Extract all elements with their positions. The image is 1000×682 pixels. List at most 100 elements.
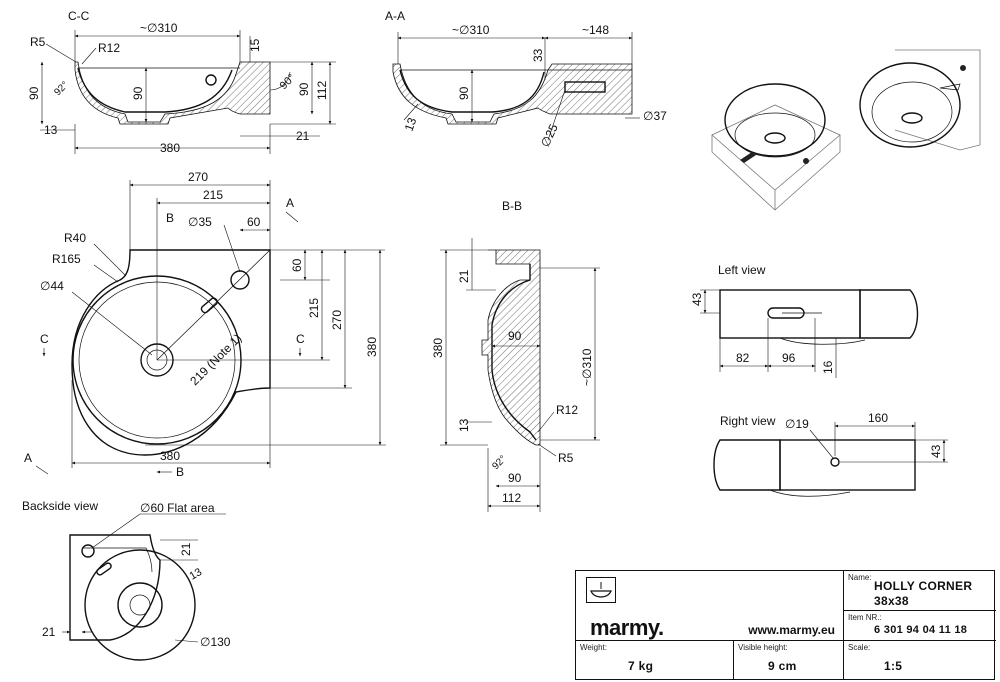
aa-dim-90: 90 (457, 86, 471, 100)
title-block-weight-cell: Weight: 7 kg (576, 641, 734, 679)
aa-dim-33: 33 (531, 48, 545, 62)
plan-mark-b-bottom: B (176, 465, 184, 479)
section-aa: A-A ~∅310 ~148 33 90 13 ∅25 ∅37 (385, 9, 667, 149)
left-view-body (719, 289, 861, 339)
plan-dim-d35: ∅35 (188, 215, 212, 229)
plan-dim-380-bottom: 380 (160, 449, 180, 463)
back-dim-13: 13 (188, 566, 205, 583)
back-dim-flat: ∅60 Flat area (140, 501, 215, 515)
aa-dim-148: ~148 (582, 23, 609, 37)
left-dim-96: 96 (782, 351, 796, 365)
bb-dim-21: 21 (457, 269, 471, 283)
back-dim-21: 21 (179, 542, 193, 556)
right-dim-43: 43 (929, 444, 943, 458)
plan-mark-c-left: C (40, 332, 49, 346)
cc-dim-90a: 90 (27, 86, 41, 100)
plan-dim-270: 270 (330, 310, 344, 330)
cc-section-body (74, 61, 271, 125)
height-value: 9 cm (768, 659, 797, 673)
iso-front-tap-hole (803, 158, 809, 164)
bb-dim-d310: ~∅310 (580, 348, 594, 386)
bb-dim-90b: 90 (508, 471, 522, 485)
plan-dim-d44: ∅44 (40, 279, 64, 293)
backside-overflow (96, 562, 112, 576)
cc-overflow-hole (205, 74, 217, 86)
cc-dim-r12: R12 (98, 41, 120, 55)
right-view-hole (830, 457, 840, 467)
brand-name: marmy. (590, 615, 664, 640)
section-cc-title: C-C (68, 9, 90, 23)
product-name: HOLLY CORNER (874, 579, 973, 593)
plan-dim-60: 60 (247, 215, 261, 229)
right-dim-d19: ∅19 (785, 417, 809, 431)
left-dim-82: 82 (736, 351, 750, 365)
aa-overflow-channel (564, 81, 606, 93)
cc-dim-90b: 90 (131, 86, 145, 100)
website: www.marmy.eu (748, 623, 835, 637)
backside-bowl (84, 549, 196, 661)
iso-front-drain (764, 132, 786, 144)
bb-dim-90: 90 (508, 329, 522, 343)
bb-dim-13: 13 (457, 418, 471, 432)
name-label: Name: (848, 573, 872, 582)
basin-logo-icon (586, 577, 616, 603)
aa-dim-d37: ∅37 (643, 109, 667, 123)
back-dim-d130: ∅130 (200, 635, 231, 649)
plan-dim-note: 219 (Note 1) (187, 331, 244, 388)
backside-tap-hole (81, 544, 95, 558)
backside-flat-ring (117, 582, 163, 628)
scale-label: Scale: (848, 643, 871, 652)
bb-bowl-inner (491, 264, 537, 441)
cc-dim-21: 21 (296, 129, 310, 143)
plan-overflow (200, 297, 218, 314)
left-view-bowl (859, 289, 919, 339)
right-view-body (779, 439, 916, 491)
plan-mark-b-top: B (166, 211, 174, 225)
cc-dim-90c: 90 (297, 82, 311, 96)
title-block-height-cell: Visible height: 9 cm (734, 641, 844, 679)
backside-outline (69, 534, 161, 641)
plan-tap-hole (230, 270, 250, 290)
cc-dim-d310: ~∅310 (140, 21, 178, 35)
cc-dim-angle: 90° (278, 72, 298, 92)
title-block: marmy. www.marmy.eu Name: HOLLY CORNER 3… (575, 570, 996, 680)
aa-dim-13: 13 (402, 115, 420, 133)
iso-front-overflow (740, 152, 756, 163)
weight-value: 7 kg (628, 659, 654, 673)
cc-bowl-inner (77, 67, 233, 113)
right-dim-160: 160 (868, 411, 888, 425)
section-cc: C-C ~∅310 R5 R12 15 90 90 90° 90 112 92°… (27, 9, 336, 155)
cc-dim-92deg: 92° (52, 80, 70, 98)
backside-view-title: Backside view (22, 499, 98, 513)
left-view-title: Left view (718, 263, 766, 277)
weight-label: Weight: (580, 643, 607, 652)
right-view: Right view ∅19 160 43 (713, 411, 948, 497)
plan-dim-215: 215 (307, 298, 321, 318)
plan-dim-380: 380 (365, 337, 379, 357)
iso-back-bowl-rim (859, 62, 961, 148)
item-number: 6 301 94 04 11 18 (874, 624, 968, 636)
plan-dim-215-top: 215 (203, 188, 223, 202)
title-block-item-cell: Item NR.: 6 301 94 04 11 18 (844, 611, 996, 641)
plan-dim-r40: R40 (64, 231, 86, 245)
right-view-title: Right view (720, 414, 776, 428)
left-view: Left view 43 82 96 16 (690, 263, 919, 378)
left-dim-43: 43 (690, 292, 704, 306)
plan-dim-60v: 60 (290, 258, 304, 272)
plan-dim-270-top: 270 (188, 170, 208, 184)
iso-view-front (711, 83, 841, 211)
scale-value: 1:5 (884, 659, 903, 673)
product-size: 38x38 (874, 594, 909, 608)
cc-dim-380: 380 (160, 141, 180, 155)
section-bb: B-B 380 21 90 ~∅310 13 R12 R5 92° 90 112 (431, 199, 600, 512)
aa-dim-d310: ~∅310 (452, 23, 490, 37)
cc-dim-15: 15 (248, 38, 262, 52)
iso-view-back (859, 49, 981, 151)
plan-mark-a-bottom: A (24, 451, 32, 465)
aa-section-body (392, 63, 633, 125)
iso-back-tap-hole (960, 65, 966, 71)
right-view-bowl (713, 439, 781, 491)
section-bb-title: B-B (502, 199, 522, 213)
cc-dim-13: 13 (44, 123, 58, 137)
